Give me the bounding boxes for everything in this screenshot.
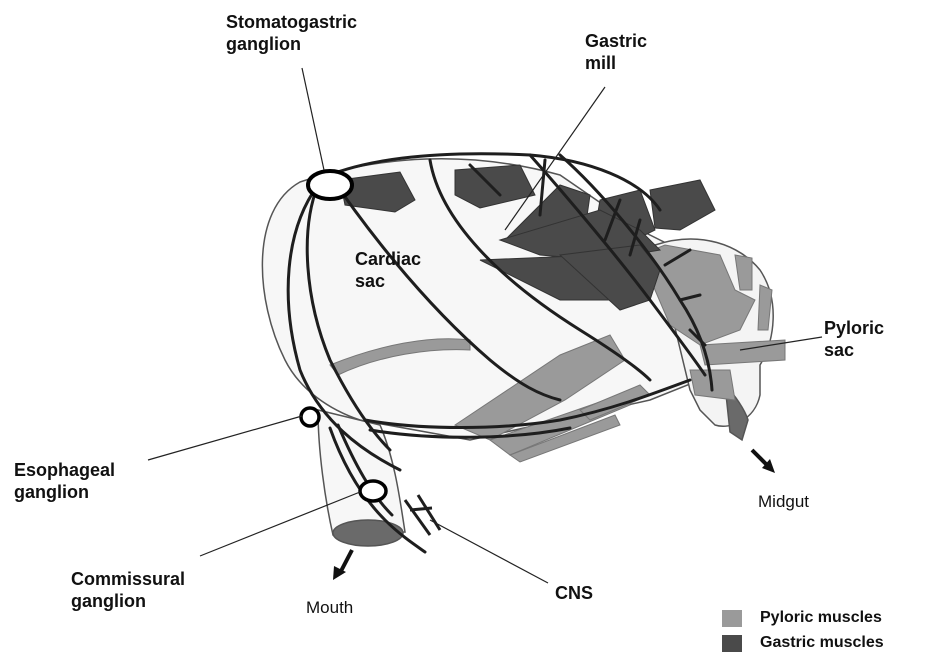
label-midgut: Midgut	[758, 491, 809, 513]
legend-item-gastric-muscles: Gastric muscles	[722, 634, 884, 652]
esophageal-ganglion-marker	[301, 408, 319, 426]
legend-label: Pyloric muscles	[760, 609, 882, 627]
commissural-ganglion-marker	[360, 481, 386, 501]
label-mouth: Mouth	[306, 597, 353, 619]
legend-swatch	[722, 635, 742, 652]
cns-connectives	[405, 495, 440, 535]
legend-item-pyloric-muscles: Pyloric muscles	[722, 609, 882, 627]
stomatogastric-ganglion-marker	[308, 171, 352, 199]
legend-swatch	[722, 610, 742, 627]
label-cns: CNS	[555, 582, 593, 604]
legend-label: Gastric muscles	[760, 634, 884, 652]
